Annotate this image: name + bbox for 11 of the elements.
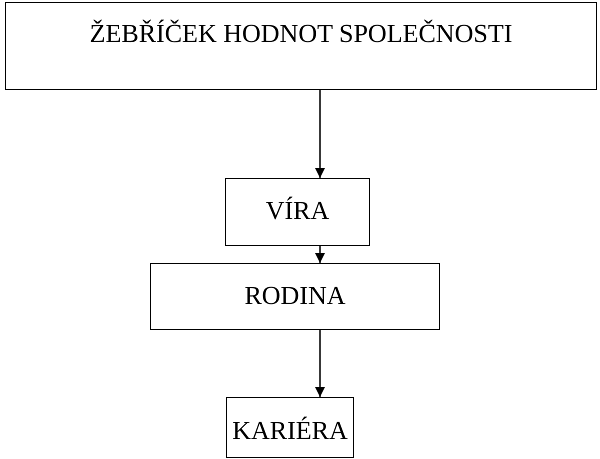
process-box — [5, 2, 597, 90]
arrow — [315, 90, 325, 178]
process-box — [150, 263, 440, 330]
arrow — [315, 330, 325, 397]
arrow — [315, 246, 325, 263]
box-label: VÍRA — [266, 196, 330, 227]
box-label: KARIÉRA — [232, 416, 348, 447]
process-box — [225, 178, 370, 246]
box-label: ŽEBŘÍČEK HODNOT SPOLEČNOSTI — [90, 19, 512, 50]
process-box — [226, 397, 354, 458]
box-label: RODINA — [244, 281, 346, 312]
